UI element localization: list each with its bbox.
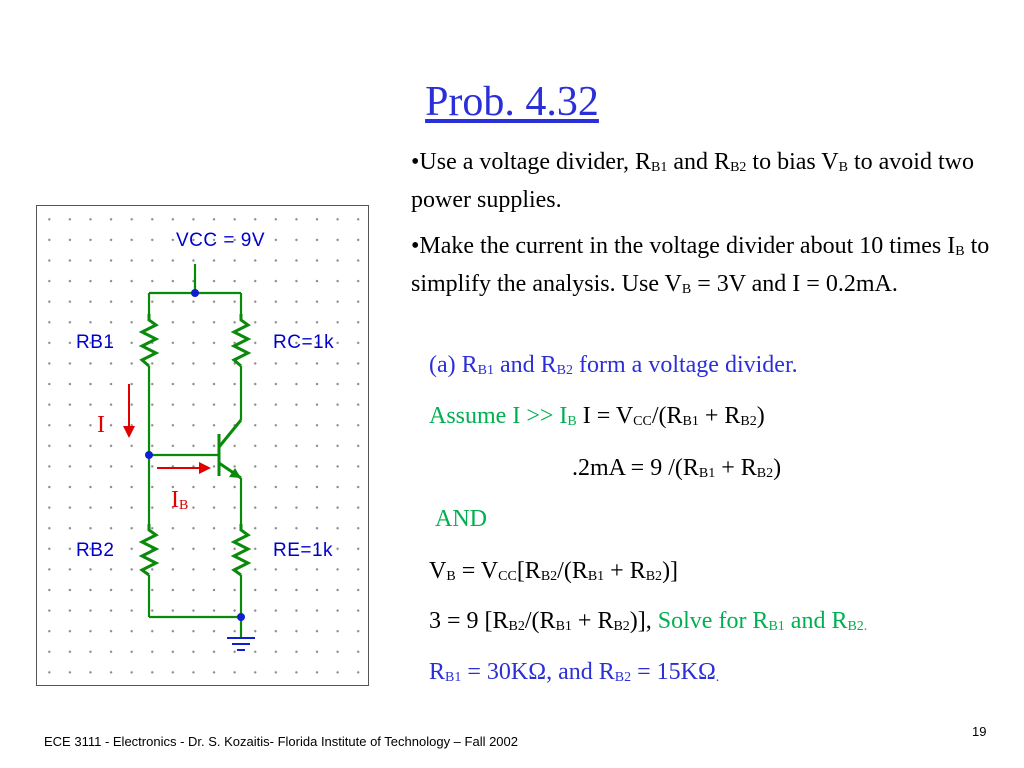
current-equation-line: .2mA = 9 /(RB1 + RB2) xyxy=(572,455,782,481)
junction-dot-base xyxy=(145,451,153,459)
re-resistor xyxy=(230,524,252,577)
rc-resistor xyxy=(230,314,252,368)
circuit-diagram: VCC = 9V RB1 RC=1k RB2 RE=1k I IB xyxy=(36,205,369,686)
part-a-line: (a) RB1 and RB2 form a voltage divider. xyxy=(429,352,798,378)
npn-transistor xyxy=(217,419,243,480)
vcc-label: VCC = 9V xyxy=(176,230,266,251)
ground-icon xyxy=(227,637,255,651)
rb2-resistor xyxy=(138,524,160,577)
rb1-resistor xyxy=(138,314,160,368)
and-line: AND xyxy=(435,506,487,532)
bullet-voltage-divider: •Use a voltage divider, RB1 and RB2 to b… xyxy=(411,149,974,213)
emitter-arrow-icon xyxy=(229,468,241,478)
current-ib-arrowhead-icon xyxy=(199,462,211,474)
rb1-label: RB1 xyxy=(76,332,115,353)
current-ib-label: IB xyxy=(171,487,189,513)
junction-dot-top xyxy=(191,289,199,297)
page-number: 19 xyxy=(972,724,987,739)
current-i-label: I xyxy=(97,412,105,438)
slide-title: Prob. 4.32 xyxy=(425,79,599,125)
solve-line: 3 = 9 [RB2/(RB1 + RB2)], Solve for RB1 a… xyxy=(429,608,868,634)
current-i-arrowhead-icon xyxy=(123,426,135,438)
circuit-schematic xyxy=(123,264,255,651)
bullet-divider-current: •Make the current in the voltage divider… xyxy=(411,233,990,297)
vb-equation-line: VB = VCC[RB2/(RB1 + RB2)] xyxy=(429,558,679,584)
rc-label: RC=1k xyxy=(273,332,335,353)
re-label: RE=1k xyxy=(273,540,334,561)
result-line: RB1 = 30KΩ, and RB2 = 15KΩ. xyxy=(429,659,720,685)
junction-dot-bottom xyxy=(237,613,245,621)
footer-text: ECE 3111 - Electronics - Dr. S. Kozaitis… xyxy=(44,734,518,749)
assume-line: Assume I >> IB I = VCC/(RB1 + RB2) xyxy=(429,403,765,429)
rb2-label: RB2 xyxy=(76,540,115,561)
